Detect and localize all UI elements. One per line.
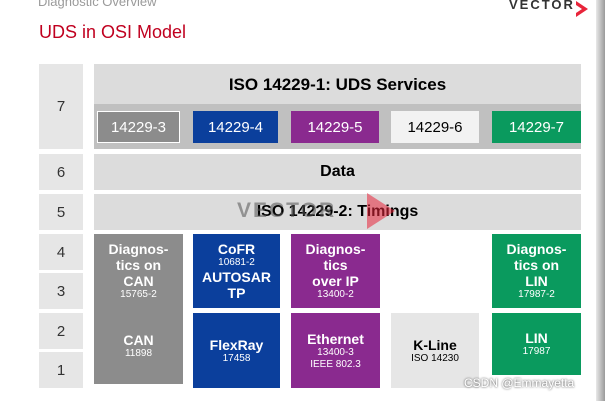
cofr-label: CoFR <box>217 241 256 257</box>
tp-label: TP <box>227 285 246 301</box>
flexray-label: FlexRay <box>209 336 264 353</box>
vector-logo-arrow-inner <box>576 5 582 13</box>
vector-logo: VECTOR <box>509 0 575 12</box>
page-title: UDS in OSI Model <box>39 22 187 42</box>
ethernet-standard: 13400-3 <box>317 346 354 358</box>
k-line-cell: K-Line ISO 14230 <box>391 313 479 388</box>
diagnostics-on-lin: Diagnos- tics on LIN 17987-2 <box>492 234 581 308</box>
k-line-standard: ISO 14230 <box>411 352 459 364</box>
ethernet-cell: Ethernet 13400-3 IEEE 802.3 <box>291 313 380 388</box>
section-label: Diagnostic Overview <box>38 0 157 9</box>
standard-14229-4: 14229-4 <box>193 111 278 143</box>
uds-services-title: ISO 14229-1: UDS Services <box>228 75 447 94</box>
ethernet-ieee: IEEE 802.3 <box>310 358 361 370</box>
diag-ip-standard: 13400-2 <box>317 289 354 300</box>
lin-label: LIN <box>525 330 548 346</box>
layer-5: 5 <box>39 194 83 230</box>
diagnostics-on-can: Diagnos- tics on CAN 15765-2 <box>94 238 183 304</box>
diag-can-line1: Diagnos- <box>108 241 169 257</box>
can-standard: 11898 <box>124 348 153 359</box>
vector-watermark: VECTOR <box>237 199 337 222</box>
window-edge <box>596 0 605 401</box>
layer-6: 6 <box>39 154 83 190</box>
standard-14229-5: 14229-5 <box>291 111 379 143</box>
layer-3: 3 <box>39 273 83 309</box>
vector-watermark-arrow-icon <box>367 193 395 229</box>
ethernet-label: Ethernet <box>307 330 364 347</box>
diagnostics-over-ip: Diagnos- tics over IP 13400-2 <box>291 234 380 308</box>
flexray-cell: FlexRay 17458 <box>193 313 280 388</box>
standard-14229-7: 14229-7 <box>492 111 581 143</box>
diag-lin-line1: Diagnos- <box>506 241 567 257</box>
diag-lin-standard: 17987-2 <box>518 289 555 300</box>
autosar-label: AUTOSAR <box>202 269 271 285</box>
csdn-watermark: CSDN @Emmayetta <box>464 376 575 390</box>
layer-4: 4 <box>39 234 83 270</box>
standard-14229-3: 14229-3 <box>97 111 180 143</box>
can-cell: CAN 11898 <box>94 326 183 366</box>
data-layer: Data <box>94 154 581 190</box>
diag-lin-line3: LIN <box>525 273 548 289</box>
diag-ip-line3: over IP <box>312 273 359 289</box>
cofr-standard: 10681-2 <box>218 257 255 268</box>
k-line-label: K-Line <box>413 336 457 353</box>
diag-lin-line2: tics on <box>513 257 560 273</box>
layer-1: 1 <box>39 352 83 388</box>
standard-14229-6: 14229-6 <box>391 111 479 143</box>
layer-2: 2 <box>39 313 83 349</box>
lin-standard: 17987 <box>522 346 551 357</box>
lin-cell: LIN 17987 <box>492 313 581 375</box>
diag-can-line3: CAN <box>123 273 154 289</box>
diagnostics-on-can-column <box>94 234 183 384</box>
timings-layer: ISO 14229-2: Timings <box>94 194 581 230</box>
cofr-autosar-tp: CoFR 10681-2 AUTOSAR TP <box>193 234 280 308</box>
diag-can-line2: tics on <box>115 257 162 273</box>
layer-7: 7 <box>39 64 83 149</box>
flexray-standard: 17458 <box>222 352 251 364</box>
diag-can-standard: 15765-2 <box>120 289 157 300</box>
diag-ip-line2: tics <box>323 257 348 273</box>
can-label: CAN <box>123 332 154 348</box>
diag-ip-line1: Diagnos- <box>305 241 366 257</box>
